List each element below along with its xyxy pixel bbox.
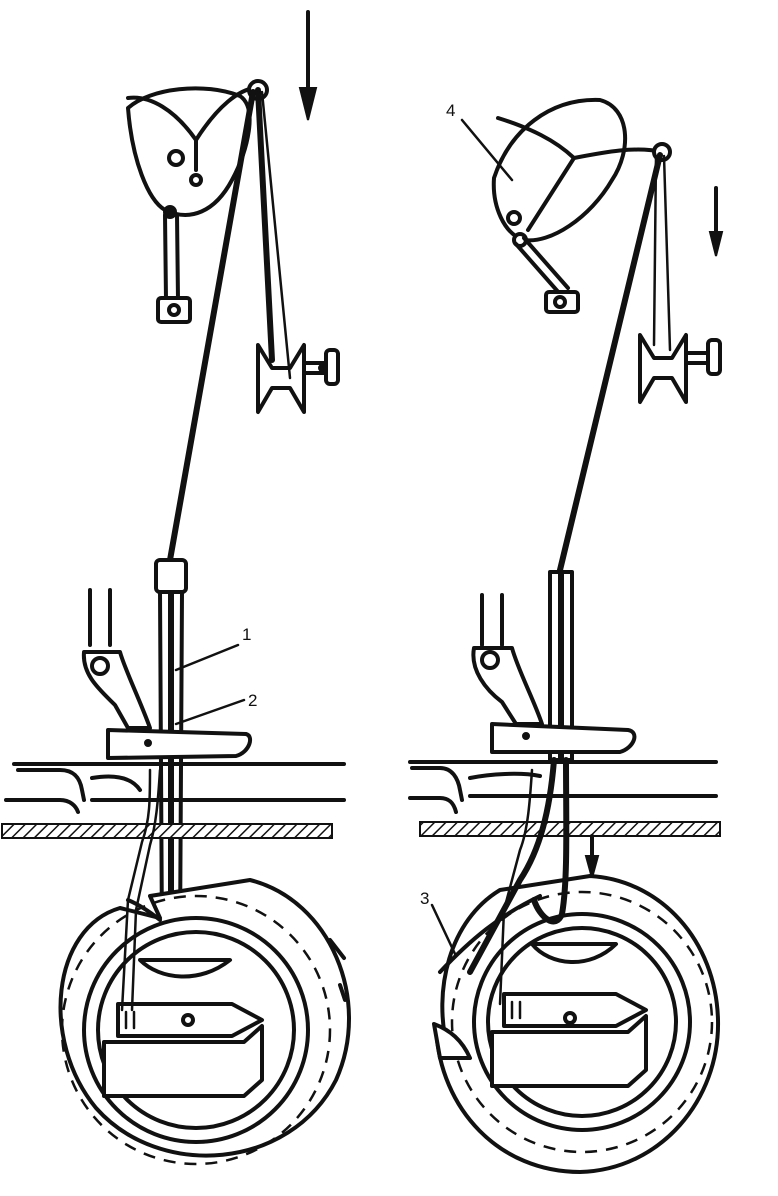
take-up-lever-label: 4: [446, 101, 455, 120]
hook-point-leader-line: [430, 903, 458, 958]
needle-leader-line: [174, 643, 240, 672]
tension-discs: [638, 333, 722, 404]
thread-loop: [438, 757, 570, 1006]
upper-thread: [557, 152, 672, 573]
down-arrow-icon: [708, 186, 724, 257]
right-stage: [408, 97, 724, 1174]
left-stage: [1, 10, 351, 1166]
thread-label: 2: [248, 691, 257, 710]
hook-point-label: 3: [420, 889, 429, 908]
upper-thread: [167, 87, 292, 563]
presser-foot: [81, 588, 253, 760]
tension-discs: [256, 343, 340, 414]
presser-foot: [471, 593, 637, 754]
needle-plate: [1, 762, 346, 839]
bobbin-thread: [120, 768, 162, 1012]
take-up-lever: [126, 79, 269, 324]
rotating-hook: [58, 878, 351, 1166]
rotating-hook: [432, 874, 721, 1174]
thread-leader-line: [174, 698, 246, 726]
take-up-lever-leader-line: [460, 118, 514, 182]
needle-plate: [408, 760, 721, 882]
down-arrow-icon: [298, 10, 318, 121]
needle-label: 1: [242, 625, 251, 644]
take-up-lever: [491, 97, 672, 314]
